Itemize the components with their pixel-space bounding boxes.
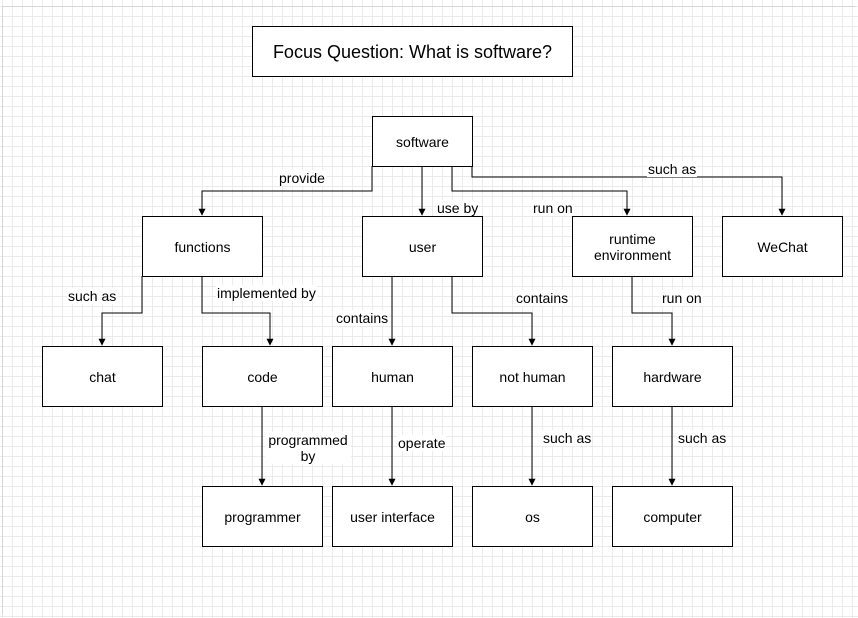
edge-label-such-as-computer: such as <box>677 430 728 446</box>
edge-functions-code[interactable] <box>201 276 274 346</box>
focus-question-text: Focus Question: What is software? <box>272 41 553 62</box>
edge-label-such-as-wechat: such as <box>647 161 698 177</box>
node-label: os <box>525 508 540 525</box>
node-label: WeChat <box>757 238 808 255</box>
edge-software-runtime[interactable] <box>451 166 631 216</box>
edge-runtime-hardware[interactable] <box>631 276 676 346</box>
node-human[interactable]: human <box>332 346 453 407</box>
edge-label-programmed-by: programmed by <box>265 432 351 464</box>
edge-label-use-by: use by <box>436 200 480 216</box>
edge-label-contains-human: contains <box>335 310 390 326</box>
node-label: functions <box>174 238 231 255</box>
node-hardware[interactable]: hardware <box>612 346 733 407</box>
node-computer[interactable]: computer <box>612 486 733 547</box>
node-not-human[interactable]: not human <box>472 346 593 407</box>
node-functions[interactable]: functions <box>142 216 263 277</box>
node-chat[interactable]: chat <box>42 346 163 407</box>
node-label: computer <box>643 508 702 525</box>
node-user[interactable]: user <box>362 216 483 277</box>
node-label: code <box>247 368 278 385</box>
edge-label-operate: operate <box>397 435 447 451</box>
edge-software-functions[interactable] <box>198 166 373 216</box>
node-label: not human <box>499 368 566 385</box>
node-label: programmer <box>224 508 301 525</box>
node-label: chat <box>89 368 116 385</box>
node-label: hardware <box>643 368 702 385</box>
edge-label-such-as-os: such as <box>542 430 593 446</box>
edge-label-run-on-hardware: run on <box>661 290 703 306</box>
node-label: runtime environment <box>593 230 672 263</box>
edge-label-such-as-chat: such as <box>67 288 118 304</box>
edge-label-run-on: run on <box>532 200 574 216</box>
node-code[interactable]: code <box>202 346 323 407</box>
edge-user-not-human[interactable] <box>451 276 536 346</box>
node-label: user <box>408 238 437 255</box>
node-label: user interface <box>350 508 435 525</box>
node-wechat[interactable]: WeChat <box>722 216 843 277</box>
edge-functions-chat[interactable] <box>98 276 143 346</box>
node-label: software <box>396 133 449 150</box>
node-os[interactable]: os <box>472 486 593 547</box>
edge-label-provide: provide <box>278 170 326 186</box>
edge-label-contains-not-human: contains <box>515 290 570 306</box>
focus-question-box[interactable]: Focus Question: What is software? <box>252 26 573 77</box>
node-programmer[interactable]: programmer <box>202 486 323 547</box>
node-software[interactable]: software <box>372 116 473 167</box>
node-runtime-environment[interactable]: runtime environment <box>572 216 693 277</box>
node-user-interface[interactable]: user interface <box>332 486 453 547</box>
node-label: human <box>371 368 414 385</box>
edge-label-implemented-by: implemented by <box>216 285 317 301</box>
edge-software-wechat[interactable] <box>471 166 786 216</box>
